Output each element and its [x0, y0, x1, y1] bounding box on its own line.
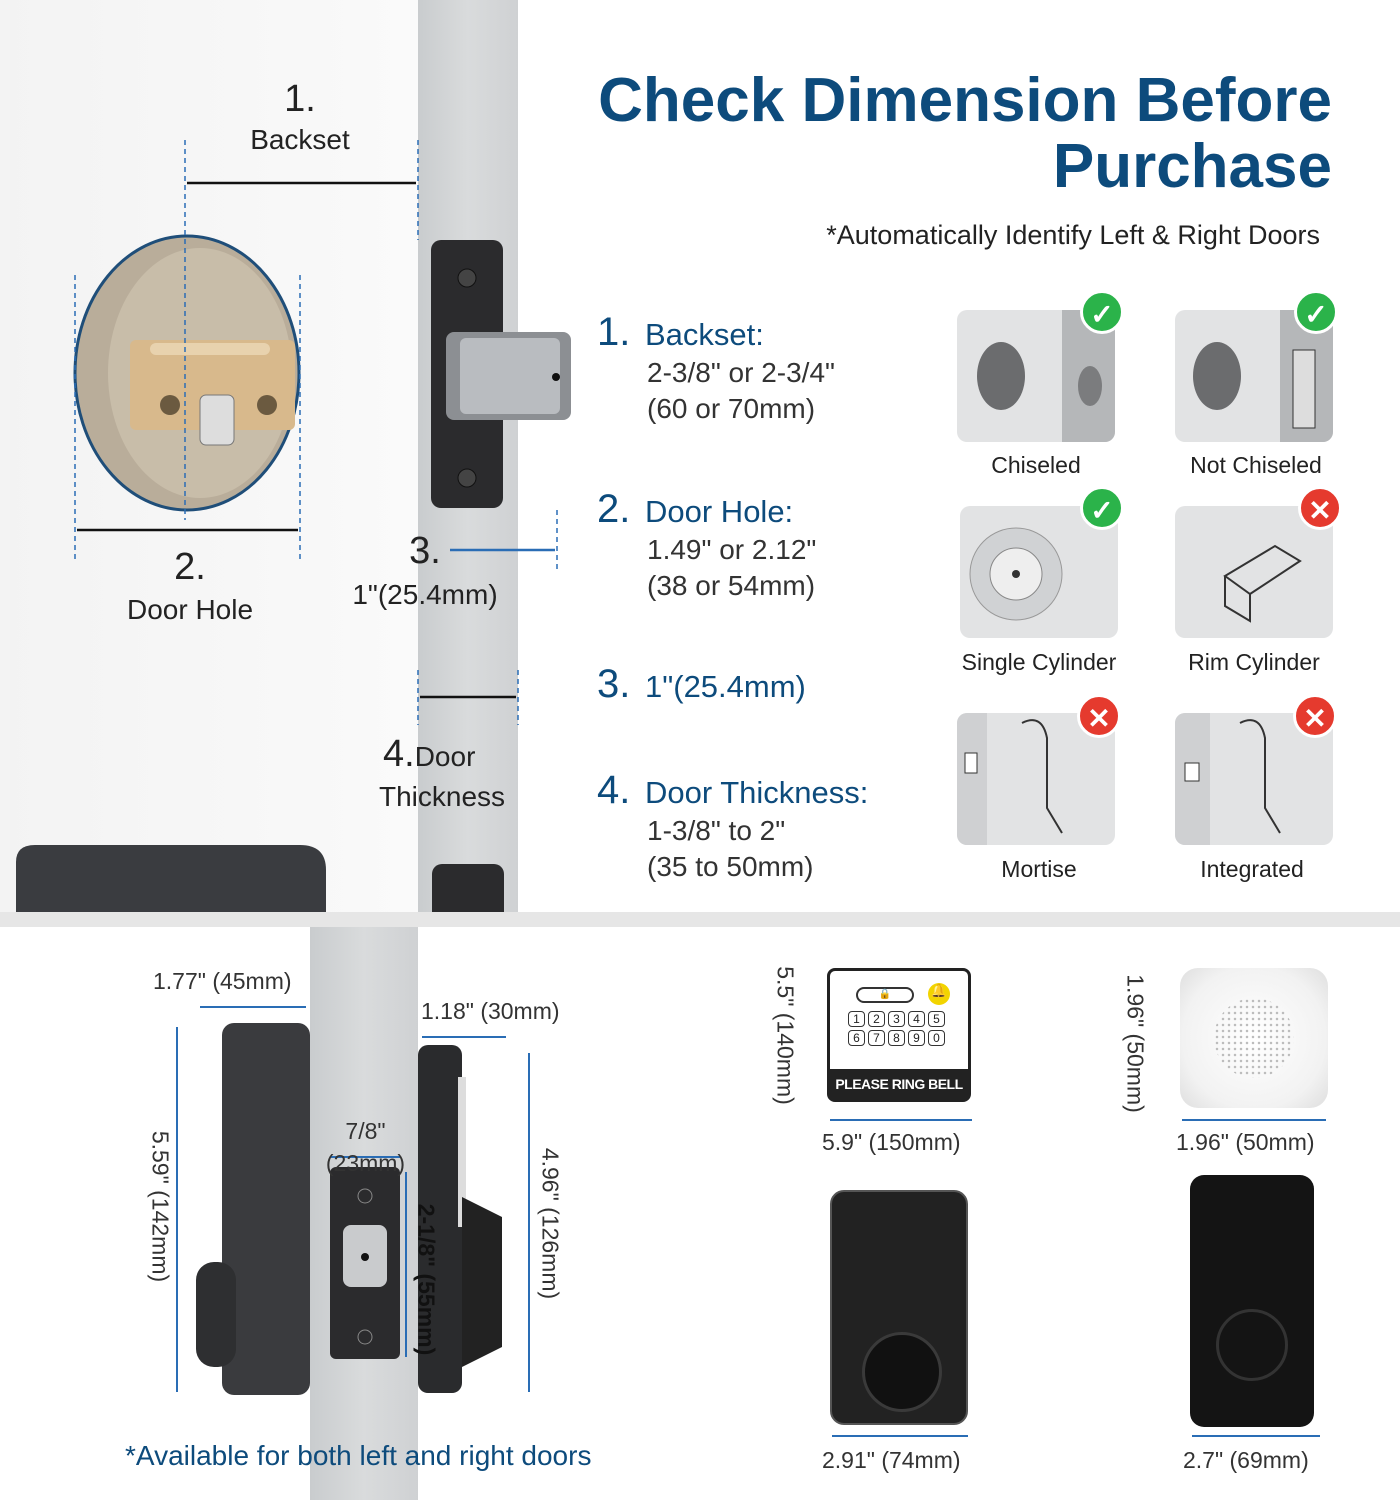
page-subtitle: *Automatically Identify Left & Right Doo…	[826, 220, 1320, 250]
interior-height-label: 4.96" (126mm)	[537, 1147, 564, 1300]
cross-icon: ✕	[1298, 486, 1342, 530]
hole-number: 2.	[174, 546, 206, 588]
lock-side-diagram	[176, 1006, 530, 1395]
page-title-line2: Purchase	[1052, 132, 1332, 201]
footnote: *Available for both left and right doors	[125, 1440, 592, 1471]
thickness-label-1: Door	[414, 741, 476, 772]
check-icon: ✓	[1080, 290, 1124, 334]
sticker-height-label: 5.5" (140mm)	[772, 966, 799, 1105]
keypad-lock-front-image	[830, 1190, 968, 1425]
exterior-height-label: 5.59" (142mm)	[147, 1130, 174, 1283]
sticker-width-label: 5.9" (150mm)	[822, 1129, 961, 1155]
thickness-label-2: Thickness	[378, 781, 506, 812]
accessory-dimension-lines	[830, 1119, 1326, 1437]
backset-label: Backset	[250, 124, 350, 155]
cross-icon: ✕	[1293, 694, 1337, 738]
door-type-single-cylinder-image	[960, 506, 1118, 638]
caption-single-cylinder: Single Cylinder	[961, 649, 1117, 675]
speaker-grille	[1214, 998, 1294, 1078]
spec-backset: 1.Backset:2-3/8" or 2-3/4"(60 or 70mm)	[597, 310, 835, 424]
faceplate-width-label: 7/8"	[345, 1118, 386, 1144]
thickness-number: 4.	[383, 733, 415, 775]
cross-icon: ✕	[1077, 694, 1121, 738]
check-icon: ✓	[1080, 486, 1124, 530]
caption-not-chiseled: Not Chiseled	[1190, 452, 1322, 478]
faceplate-width-mm-label: (23mm)	[325, 1150, 406, 1176]
bolt-label: 1"(25.4mm)	[352, 579, 498, 610]
section-divider	[0, 912, 1400, 927]
spec-bolt: 3.1"(25.4mm)	[597, 662, 806, 706]
door-type-integrated-image	[1175, 713, 1333, 845]
exterior-depth-label: 1.77" (45mm)	[153, 968, 292, 994]
lock-icon: 🔒	[856, 987, 914, 1003]
caption-chiseled: Chiseled	[991, 452, 1081, 478]
caption-integrated: Integrated	[1200, 856, 1304, 882]
interior-lock-image	[1190, 1175, 1314, 1427]
door-type-rim-cylinder-image	[1175, 506, 1333, 638]
spec-thickness: 4.Door Thickness:1-3/8" to 2"(35 to 50mm…	[597, 768, 869, 882]
interior-width-label: 2.7" (69mm)	[1183, 1447, 1309, 1473]
caption-mortise: Mortise	[1001, 856, 1077, 882]
bell-width-label: 1.96" (50mm)	[1176, 1129, 1315, 1155]
caption-rim-cylinder: Rim Cylinder	[1188, 649, 1320, 675]
bell-icon: 🔔	[928, 983, 950, 1005]
spec-door-hole: 2.Door Hole:1.49" or 2.12"(38 or 54mm)	[597, 487, 817, 601]
sticker-text: PLEASE RING BELL	[830, 1069, 968, 1099]
interior-depth-label: 1.18" (30mm)	[421, 998, 560, 1024]
doorbell-receiver-image	[1180, 968, 1328, 1108]
backset-number: 1.	[284, 78, 316, 120]
bolt-number: 3.	[409, 530, 441, 572]
page-title-line1: Check Dimension Before	[598, 66, 1332, 135]
keypad-width-label: 2.91" (74mm)	[822, 1447, 961, 1473]
door-type-chiseled-image	[957, 310, 1115, 442]
faceplate-height-label: 2-1/8" (55mm)	[413, 1203, 440, 1356]
door-diagram	[16, 140, 571, 912]
hole-label: Door Hole	[126, 594, 254, 625]
check-icon: ✓	[1294, 290, 1338, 334]
